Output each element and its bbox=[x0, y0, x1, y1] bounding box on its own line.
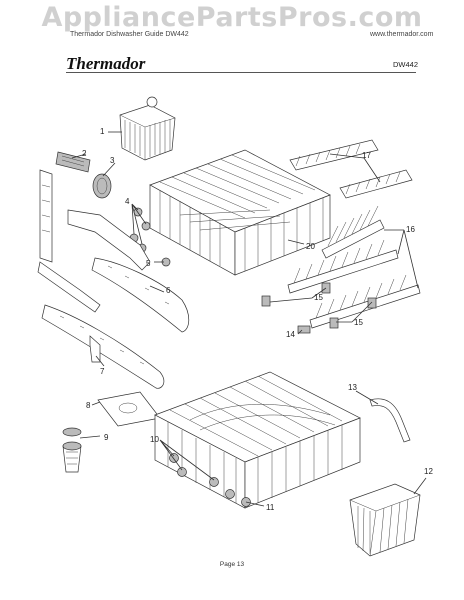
part-manifold-pipe bbox=[37, 209, 151, 313]
part-lower-rack bbox=[154, 371, 361, 509]
callout-15a: 15 bbox=[314, 293, 323, 302]
callout-6: 6 bbox=[166, 286, 171, 295]
header-line: Thermador Dishwasher Guide DW442 www.the… bbox=[70, 31, 433, 38]
callout-14: 14 bbox=[286, 330, 295, 339]
part-spray-disk bbox=[92, 173, 112, 199]
callout-8: 8 bbox=[86, 401, 91, 410]
callout-16: 16 bbox=[406, 225, 415, 234]
page-footer: Page 13 bbox=[219, 561, 245, 568]
callout-20: 20 bbox=[306, 242, 315, 251]
callout-4: 4 bbox=[125, 197, 130, 206]
callout-9: 9 bbox=[104, 433, 109, 442]
part-silverware-basket-large bbox=[349, 483, 421, 557]
part-filter-cup bbox=[62, 427, 82, 473]
callout-11: 11 bbox=[266, 503, 275, 512]
brand-logo: Thermador bbox=[66, 54, 146, 73]
header-left-text: Thermador Dishwasher Guide DW442 bbox=[70, 31, 189, 38]
part-filter-plate bbox=[97, 391, 161, 427]
part-cup-shelves bbox=[289, 139, 413, 199]
callout-12: 12 bbox=[424, 467, 433, 476]
part-upper-spray-arm bbox=[91, 257, 190, 333]
part-upper-rack bbox=[149, 149, 331, 276]
leader-lines bbox=[71, 131, 427, 507]
part-lower-spray-arm bbox=[41, 304, 165, 389]
watermark: AppliancePartsPros.com bbox=[41, 2, 423, 33]
callout-13: 13 bbox=[348, 383, 357, 392]
callout-2: 2 bbox=[82, 149, 87, 158]
callout-17: 17 bbox=[362, 151, 371, 160]
callout-7: 7 bbox=[100, 367, 105, 376]
callout-3: 3 bbox=[110, 156, 115, 165]
callout-1: 1 bbox=[100, 127, 105, 136]
part-tine-rows bbox=[287, 205, 421, 329]
callout-10: 10 bbox=[150, 435, 159, 444]
part-rack-handle bbox=[369, 398, 411, 443]
part-clip bbox=[55, 151, 91, 173]
part-supply-tube bbox=[39, 169, 53, 263]
part-clip-14 bbox=[297, 325, 311, 334]
callout-5: 5 bbox=[146, 259, 151, 268]
callout-15b: 15 bbox=[354, 318, 363, 327]
model-number: DW442 bbox=[393, 60, 419, 69]
header-website: www.thermador.com bbox=[370, 31, 434, 38]
header-rule bbox=[66, 72, 416, 73]
part-silverware-basket-small bbox=[119, 96, 176, 161]
